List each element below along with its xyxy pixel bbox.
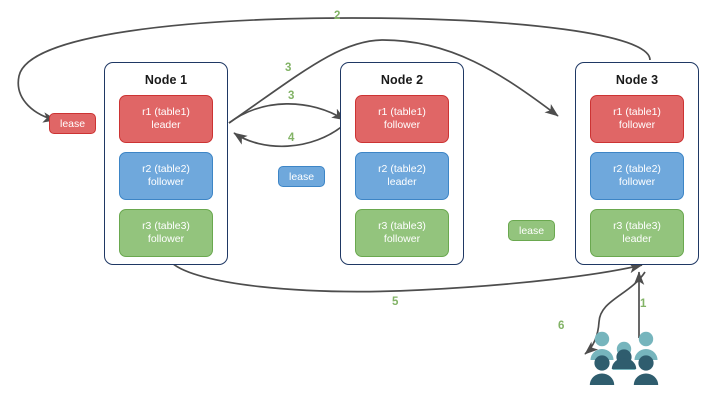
node3-replica-r1-role: follower xyxy=(618,119,656,131)
node1-replica-r3-name: r3 (table3) xyxy=(142,220,190,232)
node1-replica-r1-role: leader xyxy=(151,119,181,131)
node2-replica-r3-role: follower xyxy=(383,233,421,245)
node2-replica-r3-name: r3 (table3) xyxy=(378,220,426,232)
node1-replica-list: r1 (table1) leader r2 (table2) follower … xyxy=(105,95,227,257)
node3-replica-r1-name: r1 (table1) xyxy=(613,106,661,118)
node3-replica-r2-role: follower xyxy=(618,176,656,188)
node1-replica-r2[interactable]: r2 (table2) follower xyxy=(119,152,213,200)
node1-replica-r2-name: r2 (table2) xyxy=(142,163,190,175)
node2-replica-r1-role: follower xyxy=(383,119,421,131)
node-card-node3[interactable]: Node 3 r1 (table1) follower r2 (table2) … xyxy=(575,62,699,265)
node3-replica-r2-name: r2 (table2) xyxy=(613,163,661,175)
arrow-step-3-node1-to-node2 xyxy=(228,103,346,124)
node1-title: Node 1 xyxy=(144,73,188,87)
node1-replica-r3-role: follower xyxy=(147,233,185,245)
lease-chip-r1-label: lease xyxy=(60,117,86,130)
node2-replica-list: r1 (table1) follower r2 (table2) leader … xyxy=(341,95,463,257)
node2-replica-r1[interactable]: r1 (table1) follower xyxy=(355,95,449,143)
node3-replica-r2[interactable]: r2 (table2) follower xyxy=(590,152,684,200)
users-icon xyxy=(589,331,659,385)
lease-chip-r2-label: lease xyxy=(289,170,315,183)
step-label-3-upper: 3 xyxy=(285,62,292,74)
lease-chip-r2[interactable]: lease xyxy=(278,166,326,187)
step-label-1: 1 xyxy=(640,298,647,310)
lease-chip-r3-label: lease xyxy=(519,224,545,237)
node2-replica-r3[interactable]: r3 (table3) follower xyxy=(355,209,449,257)
step-label-4: 4 xyxy=(288,132,295,144)
node1-replica-r2-role: follower xyxy=(147,176,185,188)
node1-replica-r1-name: r1 (table1) xyxy=(142,106,190,118)
lease-chip-r3[interactable]: lease xyxy=(508,220,556,241)
step-label-6: 6 xyxy=(558,320,565,332)
node1-replica-r3[interactable]: r3 (table3) follower xyxy=(119,209,213,257)
lease-chip-r1[interactable]: lease xyxy=(49,113,97,134)
node3-replica-r3-name: r3 (table3) xyxy=(613,220,661,232)
node3-replica-r3-role: leader xyxy=(622,233,652,245)
node3-replica-r3[interactable]: r3 (table3) leader xyxy=(590,209,684,257)
node2-replica-r1-name: r1 (table1) xyxy=(378,106,426,118)
node-card-node1[interactable]: Node 1 r1 (table1) leader r2 (table2) fo… xyxy=(104,62,228,265)
node-card-node2[interactable]: Node 2 r1 (table1) follower r2 (table2) … xyxy=(340,62,464,265)
arrow-step-5-node1-to-node3 xyxy=(171,262,643,293)
node3-replica-list: r1 (table1) follower r2 (table2) followe… xyxy=(576,95,698,257)
step-label-5: 5 xyxy=(392,296,399,308)
step-label-2: 2 xyxy=(334,10,341,22)
node2-title: Node 2 xyxy=(380,73,424,87)
node2-replica-r2-name: r2 (table2) xyxy=(378,163,426,175)
node1-replica-r1[interactable]: r1 (table1) leader xyxy=(119,95,213,143)
node3-replica-r1[interactable]: r1 (table1) follower xyxy=(590,95,684,143)
node2-replica-r2-role: leader xyxy=(387,176,417,188)
step-label-3-lower: 3 xyxy=(288,90,295,102)
node3-title: Node 3 xyxy=(615,73,659,87)
node2-replica-r2[interactable]: r2 (table2) leader xyxy=(355,152,449,200)
